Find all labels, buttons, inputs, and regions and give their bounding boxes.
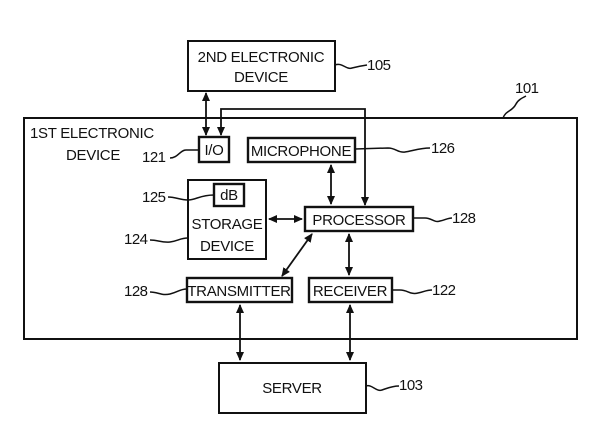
- processor-box: [303, 205, 415, 233]
- leader-126: [354, 147, 431, 153]
- first-device-label-line1: 1ST ELECTRONIC: [30, 125, 154, 142]
- ref-128-processor: 128: [413, 210, 476, 227]
- ref-label-103: 103: [399, 377, 423, 394]
- server-label: SERVER: [262, 380, 322, 397]
- server-box: [218, 362, 367, 414]
- ref-101: 101: [502, 80, 539, 119]
- ref-125: 125: [142, 189, 215, 206]
- receiver-label: RECEIVER: [313, 283, 388, 300]
- transmitter-box: [185, 276, 294, 304]
- io-label: I/O: [204, 142, 223, 159]
- transmitter-block: TRANSMITTER: [185, 276, 294, 304]
- server-block: SERVER: [218, 362, 367, 414]
- ref-label-105: 105: [367, 57, 391, 74]
- ref-128-transmitter: 128: [124, 283, 188, 300]
- ref-105: 105: [334, 57, 391, 74]
- second-device-box: [187, 40, 336, 92]
- ref-label-101: 101: [515, 80, 539, 97]
- processor-block: PROCESSOR: [303, 205, 415, 233]
- ref-121: 121: [142, 149, 199, 166]
- leader-121: [169, 149, 199, 159]
- ref-label-122: 122: [432, 282, 456, 299]
- ref-label-126: 126: [431, 140, 455, 157]
- io-block: I/O: [197, 135, 231, 164]
- edge-io-processor: [217, 108, 369, 206]
- ref-122: 122: [392, 282, 456, 299]
- ref-label-128-processor: 128: [452, 210, 476, 227]
- storage-device-block: dB STORAGE DEVICE: [187, 179, 267, 260]
- db-label: dB: [220, 187, 238, 204]
- microphone-label: MICROPHONE: [251, 143, 352, 160]
- microphone-block: MICROPHONE: [246, 136, 357, 164]
- second-electronic-device: 2ND ELECTRONIC DEVICE: [187, 40, 336, 92]
- ref-label-124: 124: [124, 231, 148, 248]
- connections: [202, 92, 369, 361]
- leader-128-processor: [413, 217, 453, 223]
- first-device-label-line2: DEVICE: [66, 147, 120, 164]
- ref-124: 124: [124, 231, 189, 248]
- leader-128-transmitter: [149, 288, 188, 296]
- transmitter-label: TRANSMITTER: [187, 283, 291, 300]
- processor-label: PROCESSOR: [312, 212, 406, 229]
- ref-126: 126: [354, 140, 455, 157]
- second-device-label-line2: DEVICE: [234, 69, 288, 86]
- leader-122: [392, 289, 433, 295]
- leader-105: [334, 63, 368, 70]
- leader-125: [167, 194, 215, 201]
- storage-label-line2: DEVICE: [200, 238, 254, 255]
- ref-label-121: 121: [142, 149, 166, 166]
- ref-label-125: 125: [142, 189, 166, 206]
- leader-124: [149, 237, 189, 243]
- receiver-block: RECEIVER: [307, 276, 394, 304]
- ref-label-128-transmitter: 128: [124, 283, 148, 300]
- ref-103: 103: [365, 377, 423, 394]
- second-device-label-line1: 2ND ELECTRONIC: [198, 49, 325, 66]
- edge-processor-transmitter: [281, 233, 313, 277]
- leader-101: [502, 95, 527, 119]
- storage-label-line1: STORAGE: [192, 216, 263, 233]
- leader-103: [365, 384, 400, 392]
